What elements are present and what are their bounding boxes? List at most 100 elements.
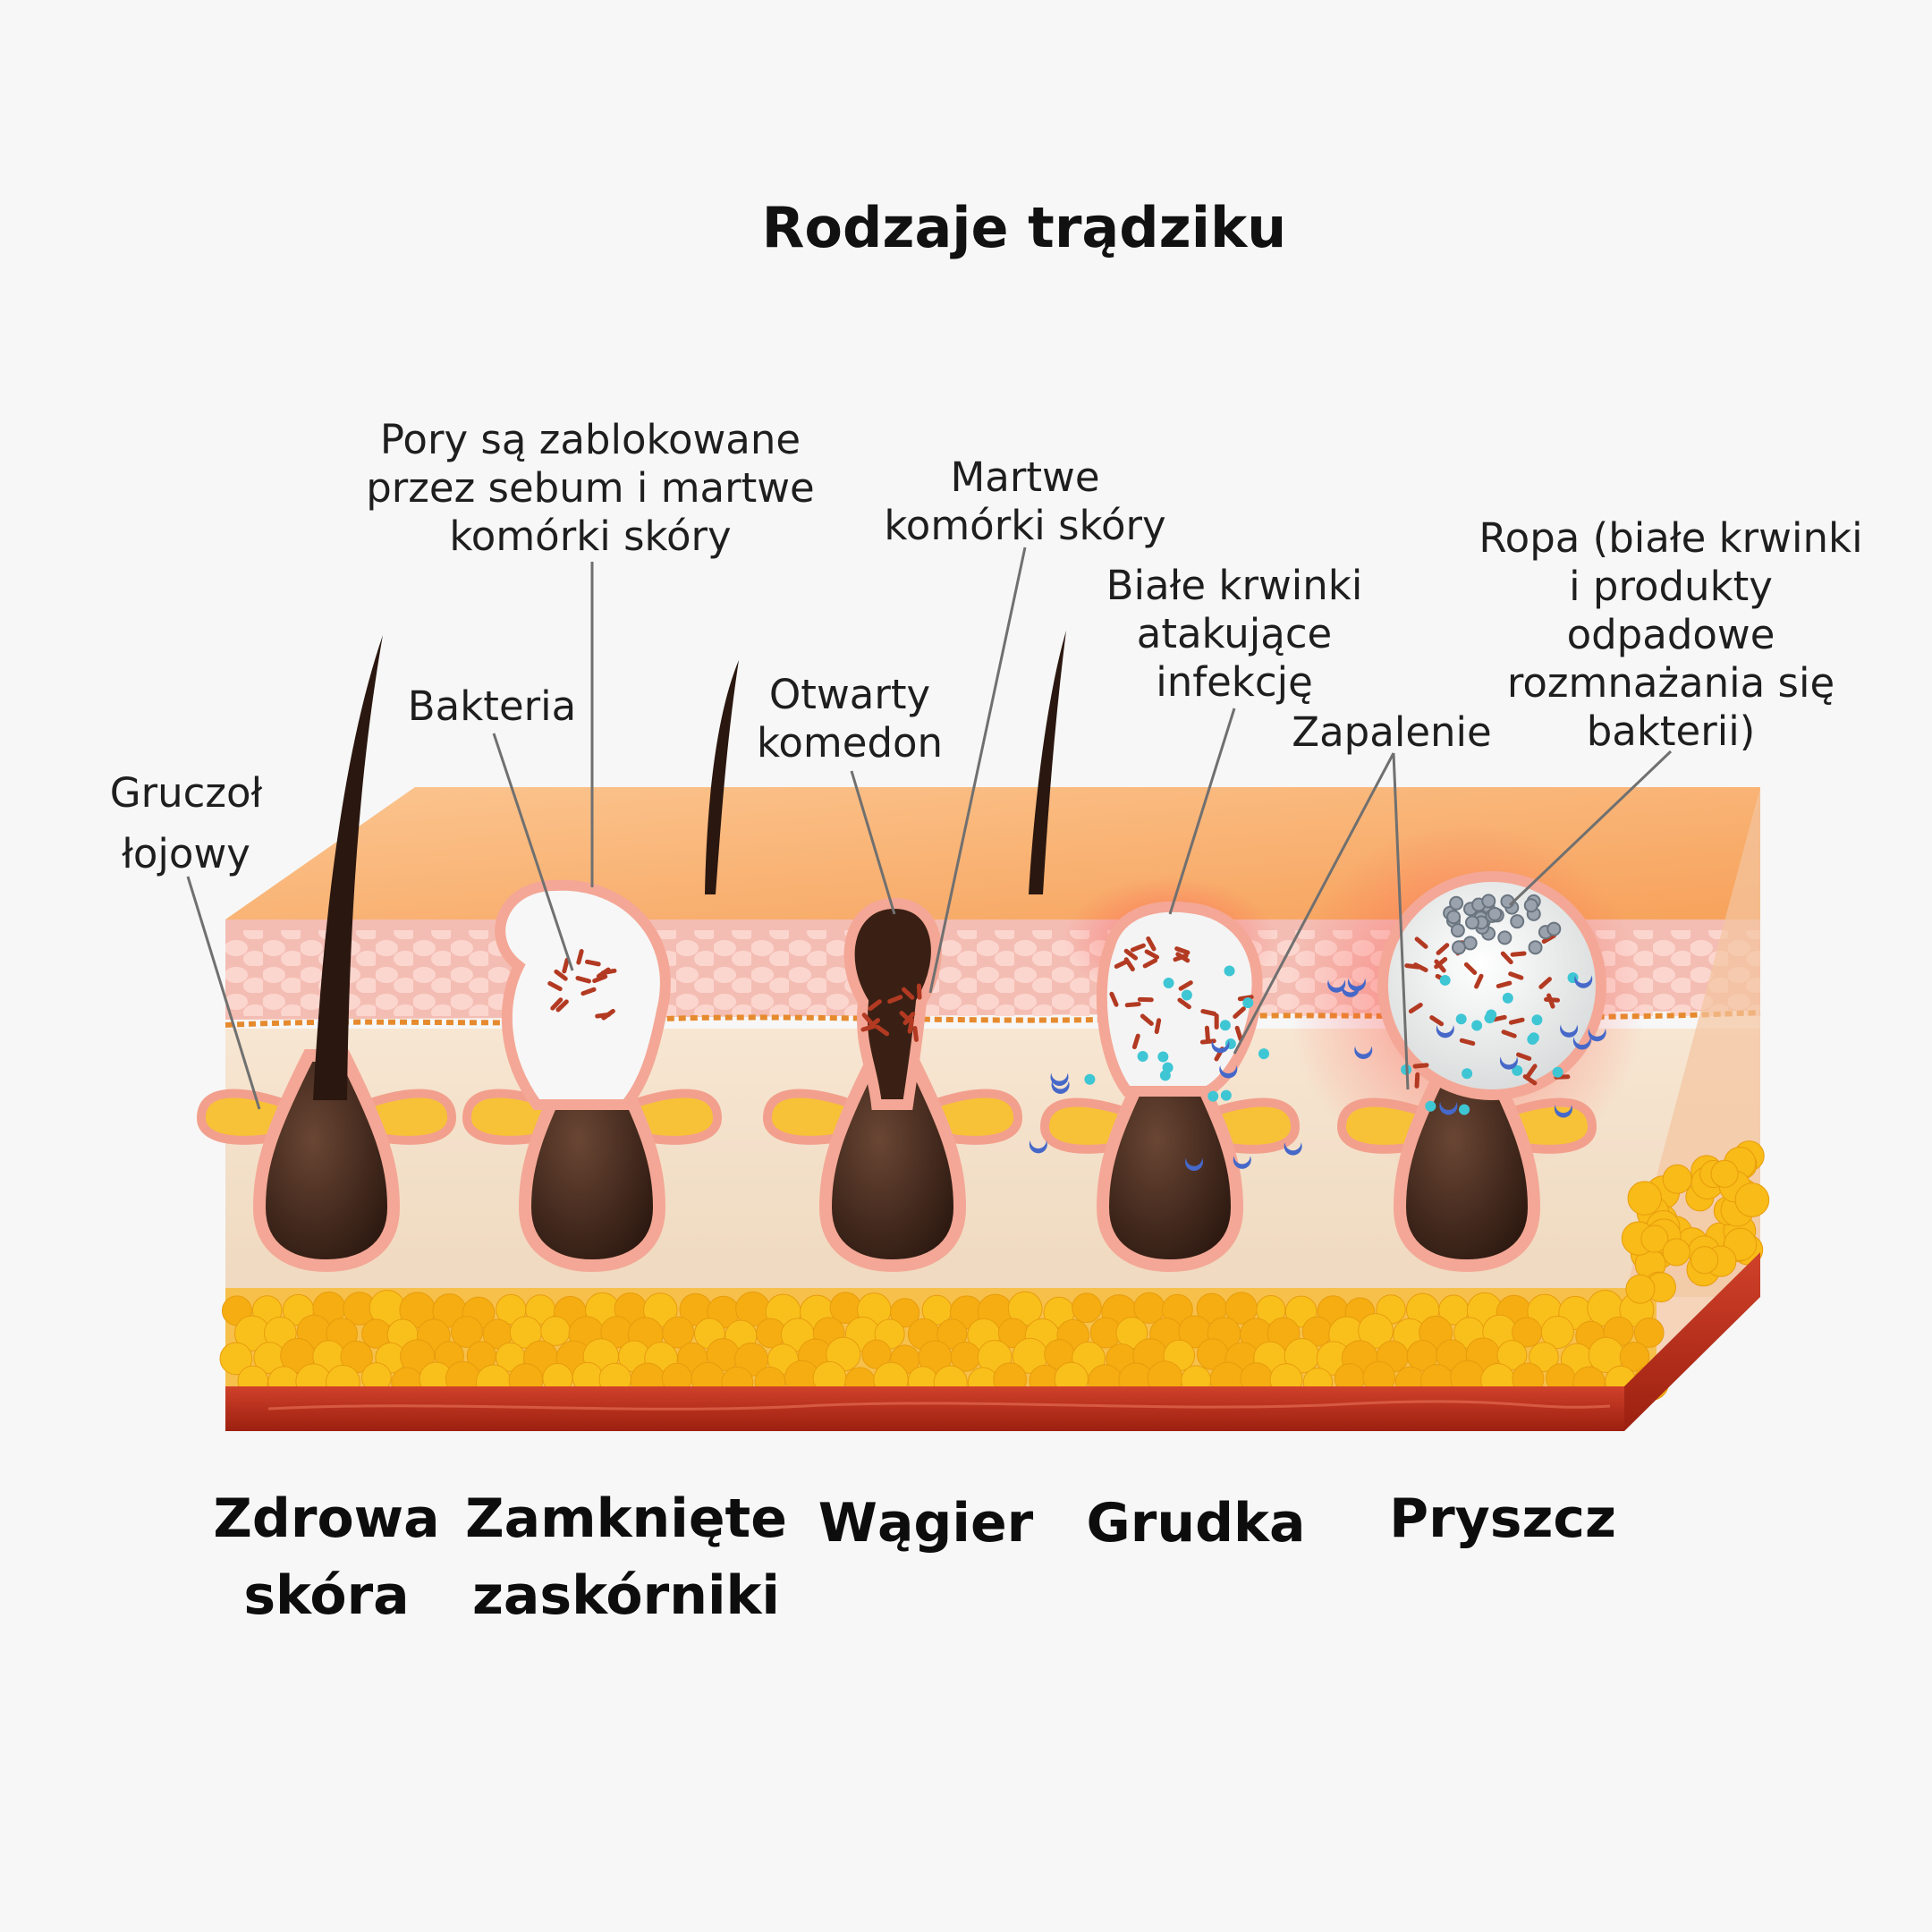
fat-cell: [662, 1316, 695, 1349]
bacterium: [1204, 1025, 1210, 1042]
white-blood-cell: [1531, 1014, 1543, 1026]
white-blood-cell: [1084, 1073, 1096, 1085]
bacterium: [1123, 948, 1139, 961]
label-inflammation: Zapalenie: [1292, 708, 1491, 757]
bacterium: [1508, 971, 1524, 980]
label-line: łojowy: [122, 830, 250, 877]
bacterium: [1526, 1063, 1538, 1079]
bacterium: [1522, 1074, 1538, 1086]
leader-line-gland: [186, 876, 261, 1110]
white-blood-cell: [1471, 1020, 1483, 1031]
stage-line: zaskórniki: [472, 1564, 780, 1627]
macrophage: [1574, 975, 1593, 988]
bacterium: [912, 1026, 919, 1042]
bacterium: [601, 1008, 615, 1021]
label-line: bakterii): [1586, 708, 1756, 755]
follicles: [196, 631, 1646, 1273]
bacterium: [901, 987, 915, 1000]
pus-cell: [1510, 914, 1525, 929]
white-blood-cell: [1157, 1051, 1169, 1063]
bacterium: [1177, 997, 1191, 1010]
bacterium: [1501, 1030, 1517, 1038]
fat-cell: [1358, 1313, 1394, 1349]
stage-closed-comedones: Zamknięte zaskórniki: [465, 1480, 787, 1634]
page-title: Rodzaje trądziku: [761, 195, 1287, 260]
bacterium: [1508, 1017, 1525, 1025]
label-sebaceous-gland: Gruczoł łojowy: [110, 769, 263, 878]
bacterium: [1144, 949, 1160, 960]
pus-cell: [1528, 940, 1543, 955]
label-open-comedone: Otwarty komedon: [757, 671, 943, 767]
bacterium: [1124, 1002, 1141, 1008]
white-blood-cell: [1552, 1066, 1563, 1078]
pus-cell: [1546, 921, 1562, 936]
white-blood-cell: [1224, 965, 1235, 977]
stage-blackhead: Wągier: [818, 1485, 1033, 1562]
fat-cell: [1690, 1246, 1719, 1275]
bacterium: [1490, 1014, 1507, 1022]
fat-cell: [1710, 1159, 1739, 1188]
fat-cell: [890, 1298, 920, 1328]
stage-line: Wągier: [818, 1492, 1034, 1555]
white-blood-cell: [1484, 1013, 1496, 1024]
pus-cell: [1451, 940, 1466, 955]
macrophage: [1050, 1072, 1069, 1087]
white-blood-cell: [1181, 989, 1192, 1001]
fat-cell: [1529, 1342, 1559, 1372]
bacterium: [1142, 958, 1158, 969]
bacterium: [875, 1024, 890, 1037]
hair-root: [1096, 1049, 1244, 1273]
bacterium: [1109, 991, 1119, 1007]
bacterium: [1436, 943, 1450, 955]
leader-line-white-cells: [1168, 708, 1236, 915]
white-blood-cell: [1258, 1048, 1269, 1060]
bacterium: [1474, 973, 1484, 989]
stage-pimple: Pryszcz: [1389, 1480, 1616, 1557]
fat-cell: [1633, 1318, 1665, 1348]
leader-lines: [186, 547, 1673, 1110]
stage-line: skóra: [243, 1564, 410, 1627]
hair-root: [818, 1049, 967, 1273]
bacterium: [575, 976, 591, 984]
label-white-blood-cells: Białe krwinki atakujące infekcję: [1106, 562, 1363, 707]
label-line: Pory są zablokowane: [379, 416, 801, 463]
bacterium: [1463, 962, 1478, 975]
bacterium: [1414, 936, 1428, 949]
macrophage: [1233, 1156, 1251, 1169]
macrophage: [1341, 984, 1360, 997]
macrophage: [1184, 1157, 1203, 1172]
skin-block: [219, 787, 1770, 1431]
macrophage: [1572, 1037, 1591, 1050]
bacterium: [1234, 1025, 1243, 1042]
bacterium: [1413, 962, 1428, 972]
bacterium: [907, 1017, 915, 1034]
bacterium: [887, 995, 903, 1004]
white-blood-cell: [1220, 1089, 1232, 1101]
bacterium: [1114, 959, 1130, 970]
white-blood-cell: [1459, 1104, 1470, 1115]
label-line: przez sebum i martwe: [366, 464, 815, 512]
fat-cell: [1072, 1292, 1102, 1324]
label-line: Bakteria: [407, 682, 577, 730]
white-blood-cell: [1137, 1051, 1148, 1063]
macrophage: [1499, 1056, 1518, 1070]
label-line: Białe krwinki: [1106, 562, 1363, 609]
label-pores-blocked: Pory są zablokowane przez sebum i martwe…: [366, 416, 815, 561]
bacterium: [1434, 956, 1448, 970]
basal-line: [225, 1010, 1761, 1028]
leader-line-inflammation-1: [1233, 752, 1395, 1055]
leader-line-dead-cells: [928, 547, 1027, 994]
white-blood-cell: [1219, 1020, 1231, 1031]
bacterium: [1233, 1006, 1246, 1019]
bacterium: [1130, 943, 1146, 953]
label-line: komórki skóry: [884, 502, 1166, 549]
macrophage: [1347, 978, 1366, 992]
bacterium: [1408, 1003, 1423, 1014]
label-line: Martwe: [950, 453, 1100, 501]
label-line: Otwarty: [768, 671, 931, 718]
label-line: atakujące: [1136, 610, 1333, 657]
bacterium: [902, 1012, 916, 1026]
leader-line-open-comedone: [850, 770, 896, 915]
macrophage: [1439, 1102, 1458, 1115]
label-line: Gruczoł: [109, 769, 263, 817]
